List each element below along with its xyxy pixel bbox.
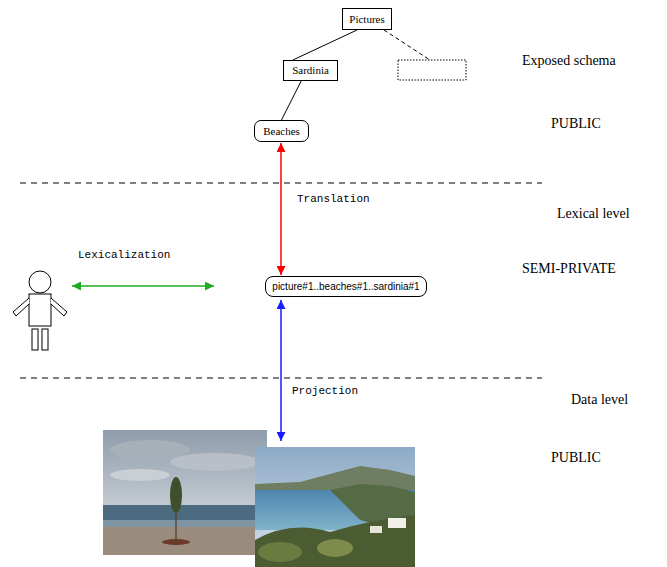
arrow-label: Projection [292,385,358,397]
node-label: Sardinia [292,61,329,80]
level-title: Exposed schema [522,53,616,69]
visibility-label: PUBLIC [551,116,601,132]
beach-photo [103,430,267,555]
coast-photo [255,447,415,567]
level-title: Lexical level [557,206,630,222]
node-label: Beaches [263,121,300,141]
user-figure [13,271,67,350]
node-label: picture#1..beaches#1..sardinia#1 [272,277,419,296]
visibility-label: PUBLIC [551,450,601,466]
node-label: Pictures [349,9,384,29]
connector [282,81,302,120]
dashed-branch [384,30,430,60]
connector [280,143,282,275]
arrow-label: Lexicalization [78,249,170,261]
schema-box: Sardinia [283,60,338,81]
schema-leaf-box: Beaches [254,120,309,142]
placeholder-box [398,60,466,80]
projection-arrow [280,300,282,441]
edge-label: Translation [297,193,370,205]
lexicalization-arrow [72,285,214,287]
schema-box: Pictures [342,8,392,30]
visibility-label: SEMI-PRIVATE [522,261,616,277]
level-title: Data level [571,392,628,408]
connector [293,30,357,60]
lexical-box: picture#1..beaches#1..sardinia#1 [265,276,427,297]
